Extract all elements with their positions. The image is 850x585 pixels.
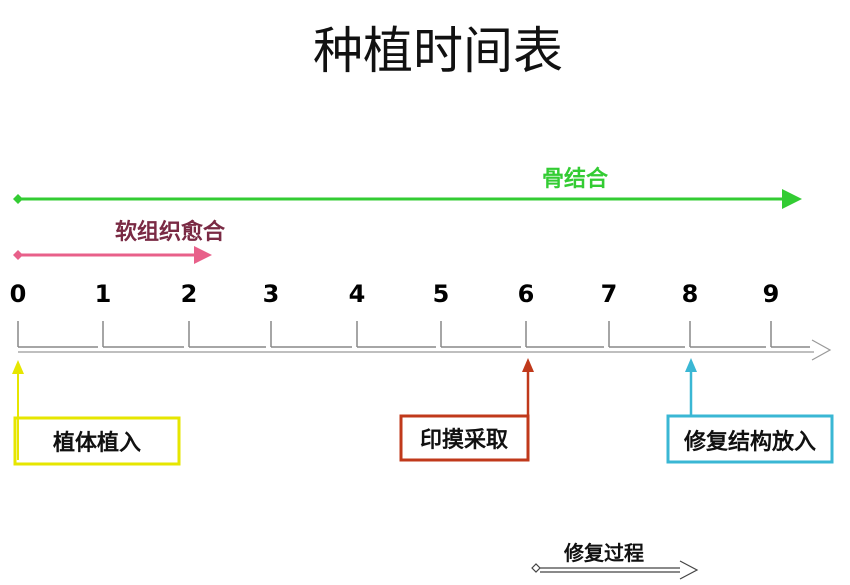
tick-labels: 0 1 2 3 4 5 6 7 8 9 xyxy=(10,280,780,308)
impression-event-label: 印摸采取 xyxy=(420,428,508,453)
restoration-event-label: 修复结构放入 xyxy=(683,429,816,455)
tick-label-1: 1 xyxy=(95,280,112,308)
tick-label-8: 8 xyxy=(682,280,699,308)
timeline-axis xyxy=(17,321,832,361)
impression-event xyxy=(399,358,534,462)
bone-integration-label: 骨结合 xyxy=(542,166,609,192)
tick-label-5: 5 xyxy=(433,280,450,308)
soft-tissue-arrow xyxy=(13,246,212,264)
implant-event xyxy=(12,360,181,466)
bone-integration-arrow xyxy=(13,189,802,209)
axis-arrowhead xyxy=(811,339,832,361)
soft-tissue-label: 软组织愈合 xyxy=(115,219,226,245)
tick-label-3: 3 xyxy=(263,280,280,308)
tick-label-6: 6 xyxy=(518,280,535,308)
restoration-process-arrow xyxy=(531,560,699,580)
tick-label-7: 7 xyxy=(601,280,618,308)
diagram-title: 种植时间表 xyxy=(313,22,563,80)
restoration-process-label: 修复过程 xyxy=(563,541,644,565)
implant-event-label: 植体植入 xyxy=(53,430,141,456)
tick-label-4: 4 xyxy=(349,280,366,308)
tick-label-9: 9 xyxy=(763,280,780,308)
tick-label-0: 0 xyxy=(10,280,27,308)
tick-label-2: 2 xyxy=(181,280,198,308)
restoration-event xyxy=(666,358,834,464)
